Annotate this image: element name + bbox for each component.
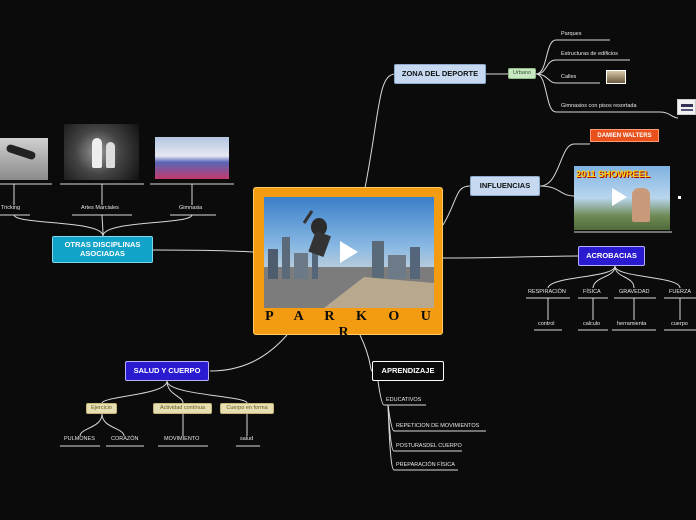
influencias-title: INFLUENCIAS <box>479 180 531 190</box>
urbano-tag-label: Urbano <box>512 69 532 76</box>
damien-walters-label: DAMIEN WALTERS <box>597 132 652 139</box>
salud-movimiento[interactable]: MOVIMIENTO <box>164 436 200 442</box>
gimnasia-image[interactable] <box>155 137 229 179</box>
ejercicio-label: Ejercicio <box>91 404 112 411</box>
calles-image[interactable] <box>606 70 626 84</box>
acrobacias-cuerpo[interactable]: cuerpo <box>671 321 688 327</box>
acrobacias-node[interactable]: ACROBACIAS <box>578 246 645 266</box>
aprendizaje-title: APRENDIZAJE <box>381 365 435 375</box>
artes-marciales-image[interactable] <box>64 124 139 180</box>
salud-corazon[interactable]: CORAZÓN <box>111 436 139 442</box>
otras-artes-marciales[interactable]: Artes Marciales <box>81 205 119 211</box>
actividad-continua-label: Actividad contínua <box>160 404 205 411</box>
otras-tricking[interactable]: Tricking <box>1 205 21 211</box>
zona-title: ZONA DEL DEPORTE <box>401 68 479 78</box>
acrobacias-herramienta[interactable]: herramienta <box>617 321 647 327</box>
aprendizaje-posturas[interactable]: POSTURASDEL CUERPO <box>396 443 462 449</box>
zona-item-estructuras[interactable]: Estructuras de edificios <box>561 51 618 57</box>
acrobacias-fuerza[interactable]: FUERZA <box>669 289 691 295</box>
damien-walters-tag[interactable]: DAMIEN WALTERS <box>590 129 659 142</box>
gimnasio-image[interactable] <box>677 99 696 115</box>
otras-disciplinas-node[interactable]: OTRAS DISCIPLINAS ASOCIADAS <box>52 236 153 263</box>
parkour-video-thumbnail[interactable] <box>264 197 434 308</box>
martial-artist-left <box>92 138 102 168</box>
martial-artist-right <box>106 142 115 168</box>
otras-title: OTRAS DISCIPLINAS ASOCIADAS <box>64 239 141 258</box>
bullet-dot <box>678 196 681 199</box>
acrobacias-calculo[interactable]: calculo <box>583 321 601 327</box>
central-topic[interactable]: P A R K O U R <box>253 187 443 340</box>
zona-del-deporte-node[interactable]: ZONA DEL DEPORTE <box>394 64 486 84</box>
acrobacias-respiracion[interactable]: RESPIRACIÓN <box>528 289 566 295</box>
aprendizaje-educativos[interactable]: EDUCATIVOS <box>386 397 422 403</box>
acrobacias-control[interactable]: control <box>538 321 555 327</box>
otras-gimnasia[interactable]: Gimnasia <box>179 205 203 211</box>
gym-mat-icon <box>681 109 693 111</box>
urbano-tag[interactable]: Urbano <box>508 68 536 79</box>
tricking-athlete <box>5 143 37 161</box>
acrobacias-fisica[interactable]: FÍSICA <box>583 289 601 295</box>
aprendizaje-node[interactable]: APRENDIZAJE <box>372 361 444 381</box>
tricking-image[interactable] <box>0 138 48 180</box>
showreel-video-thumbnail[interactable]: 2011 SHOWREEL <box>574 166 670 230</box>
play-icon[interactable] <box>612 188 627 206</box>
zona-item-gimnasios[interactable]: Gimnasios con pisos resortada <box>561 103 637 109</box>
athlete-figure <box>632 188 650 222</box>
acrobacias-title: ACROBACIAS <box>586 250 637 260</box>
influencias-node[interactable]: INFLUENCIAS <box>470 176 540 196</box>
acrobacias-gravedad[interactable]: GRAVEDAD <box>619 289 650 295</box>
cuerpo-en-forma-tag[interactable]: Cuerpo en forma <box>220 403 274 414</box>
central-topic-title: P A R K O U R <box>265 309 440 340</box>
salud-salud[interactable]: salud <box>240 436 254 442</box>
salud-pulmones[interactable]: PULMONES <box>64 436 95 442</box>
zona-item-parques[interactable]: Parques <box>561 31 582 37</box>
zona-item-calles[interactable]: Calles <box>561 74 577 80</box>
ejercicio-tag[interactable]: Ejercicio <box>86 403 117 414</box>
salud-y-cuerpo-node[interactable]: SALUD Y CUERPO <box>125 361 209 381</box>
aprendizaje-preparacion[interactable]: PREPARACIÓN FÍSICA <box>396 462 455 468</box>
aprendizaje-repeticion[interactable]: REPETICION DE MOVIMIENTOS <box>396 423 480 429</box>
actividad-continua-tag[interactable]: Actividad contínua <box>153 403 212 414</box>
gym-equipment-icon <box>681 104 693 107</box>
showreel-title: 2011 SHOWREEL <box>576 169 651 179</box>
play-icon[interactable] <box>340 241 358 263</box>
salud-title: SALUD Y CUERPO <box>133 365 201 375</box>
cuerpo-en-forma-label: Cuerpo en forma <box>226 404 268 411</box>
city-skyline-image <box>264 210 434 308</box>
